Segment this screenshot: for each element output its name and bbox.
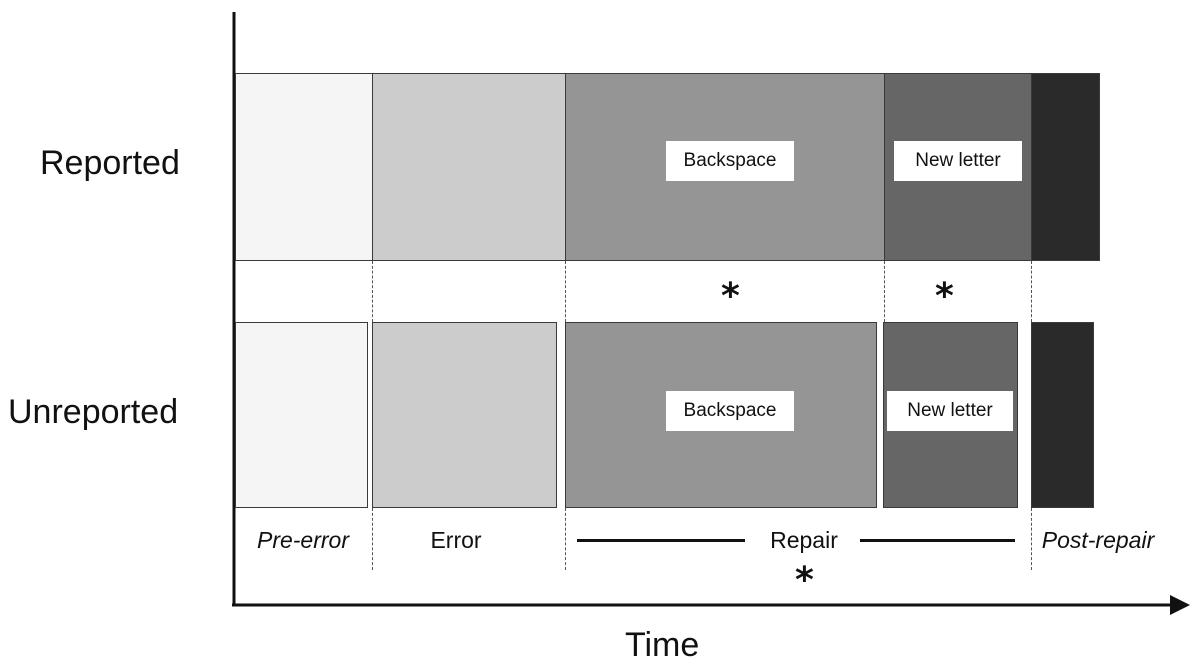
boundary-backspace-new-letter bbox=[884, 261, 885, 322]
unreported-backspace-label: Backspace bbox=[666, 391, 794, 431]
reported-error-segment bbox=[372, 73, 566, 261]
row-label-unreported: Unreported bbox=[8, 393, 179, 431]
reported-new-letter-label: New letter bbox=[894, 141, 1022, 181]
phase-label-pre-error: Pre-error bbox=[256, 527, 349, 553]
reported-backspace-label: Backspace bbox=[666, 141, 794, 181]
reported-post-repair-segment bbox=[1031, 73, 1100, 261]
boundary-repair-post-repair bbox=[1031, 261, 1032, 322]
boundary-pre-error-error bbox=[372, 261, 373, 322]
repair-span-line-left bbox=[577, 539, 745, 542]
phase-label-post-repair: Post-repair bbox=[1041, 527, 1155, 553]
repair-span-line-right bbox=[860, 539, 1015, 542]
x-axis-label: Time bbox=[625, 626, 700, 664]
significance-star-backspace: * bbox=[721, 276, 740, 317]
unreported-pre-error-segment bbox=[235, 322, 368, 508]
boundary-repair-post-repair-lower bbox=[1031, 508, 1032, 570]
phase-label-error: Error bbox=[430, 527, 482, 553]
unreported-post-repair-segment bbox=[1031, 322, 1094, 508]
significance-star-repair: * bbox=[795, 560, 814, 601]
boundary-pre-error-error-lower bbox=[372, 508, 373, 570]
boundary-error-repair bbox=[565, 261, 566, 322]
unreported-error-segment bbox=[372, 322, 557, 508]
boundary-error-repair-lower bbox=[565, 508, 566, 570]
x-axis-arrowhead bbox=[1170, 595, 1190, 615]
row-label-reported: Reported bbox=[40, 144, 180, 182]
unreported-new-letter-label: New letter bbox=[887, 391, 1013, 431]
significance-star-new-letter: * bbox=[935, 276, 954, 317]
phase-label-repair: Repair bbox=[770, 527, 838, 553]
reported-pre-error-segment bbox=[235, 73, 373, 261]
